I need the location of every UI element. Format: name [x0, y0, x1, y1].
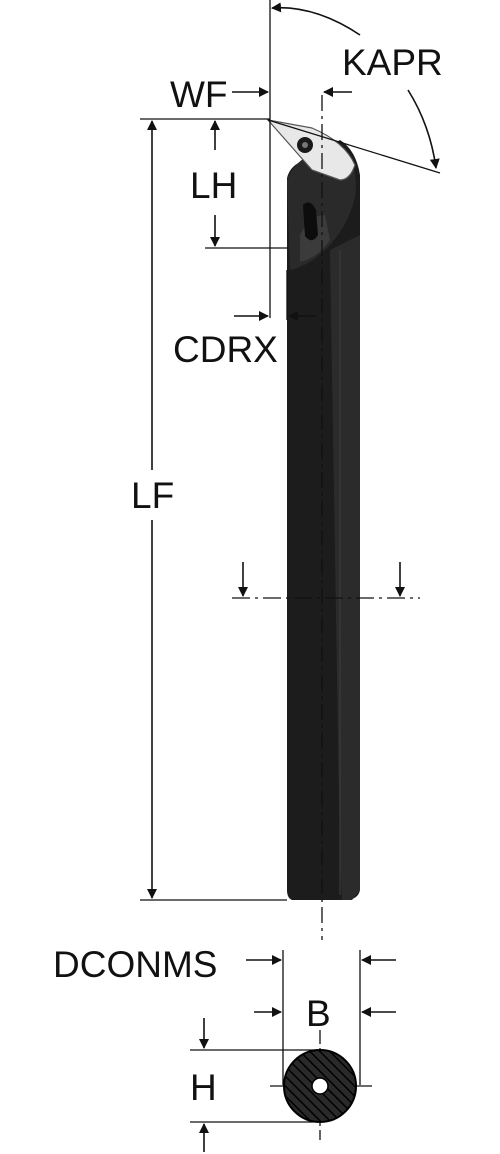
kapr-arrow-top: [271, 2, 361, 36]
label-wf: WF: [170, 74, 228, 115]
cross-section-view: [283, 1049, 357, 1123]
label-dconms: DCONMS: [53, 944, 217, 985]
cutting-insert: [266, 119, 356, 181]
tool-shank: [287, 140, 360, 900]
label-lh: LH: [190, 165, 237, 206]
label-kapr: KAPR: [342, 42, 443, 83]
coolant-hole-icon: [311, 1077, 329, 1095]
kapr-arrow-right: [407, 89, 440, 169]
kapr-angle-line: [267, 119, 441, 174]
label-lf: LF: [131, 475, 174, 516]
label-cdrx: CDRX: [173, 329, 278, 370]
label-h: H: [190, 1067, 217, 1108]
label-b: B: [306, 993, 331, 1034]
clamp-lever: [303, 202, 318, 241]
